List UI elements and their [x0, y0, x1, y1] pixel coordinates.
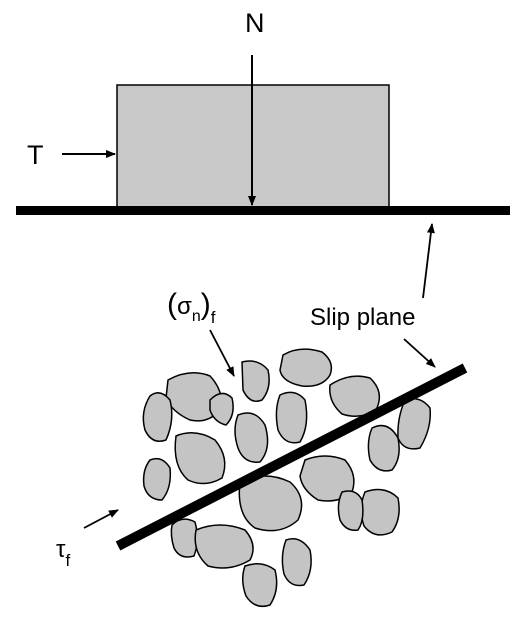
soil-particle [275, 391, 308, 444]
soil-particle [242, 563, 278, 608]
soil-particle [142, 392, 173, 442]
normal-stress-pointer [209, 329, 235, 377]
normal-stress-inner-subscript: n [191, 308, 201, 325]
slip-plane-pointer-up [422, 223, 435, 299]
soil-particle [209, 392, 234, 426]
normal-stress-symbol: σ [177, 293, 192, 320]
soil-particle [241, 360, 270, 402]
soil-particle [337, 490, 364, 532]
soil-particle [142, 457, 172, 501]
normal-stress-open-paren: ( [167, 288, 177, 321]
slip-plane-line [115, 363, 468, 551]
soil-particle [367, 424, 400, 472]
shear-stress-symbol: τ [56, 536, 66, 563]
soil-particle [170, 518, 198, 558]
normal-stress-subscript: f [210, 308, 216, 327]
soil-particle [238, 475, 303, 532]
normal-stress-close-paren: ) [200, 288, 211, 321]
soil-particle [234, 412, 269, 463]
soil-particle [281, 538, 312, 587]
normal-force-label: N [245, 8, 265, 38]
slip-plane-pointer-line [403, 338, 436, 368]
soil-particle [397, 397, 432, 450]
shear-stress-subscript: f [65, 551, 71, 570]
tangential-force-label: T [27, 140, 44, 170]
shear-stress-label: τf [56, 536, 70, 570]
shear-stress-pointer [83, 509, 119, 529]
soil-particles [142, 348, 432, 608]
normal-stress-label: (σn)f [167, 288, 215, 327]
soil-particle [194, 524, 254, 569]
slip-plane-label: Slip plane [310, 304, 416, 331]
soil-particle [174, 432, 226, 485]
soil-particle [360, 488, 400, 536]
base-plane [16, 206, 510, 215]
soil-particle [279, 348, 333, 388]
